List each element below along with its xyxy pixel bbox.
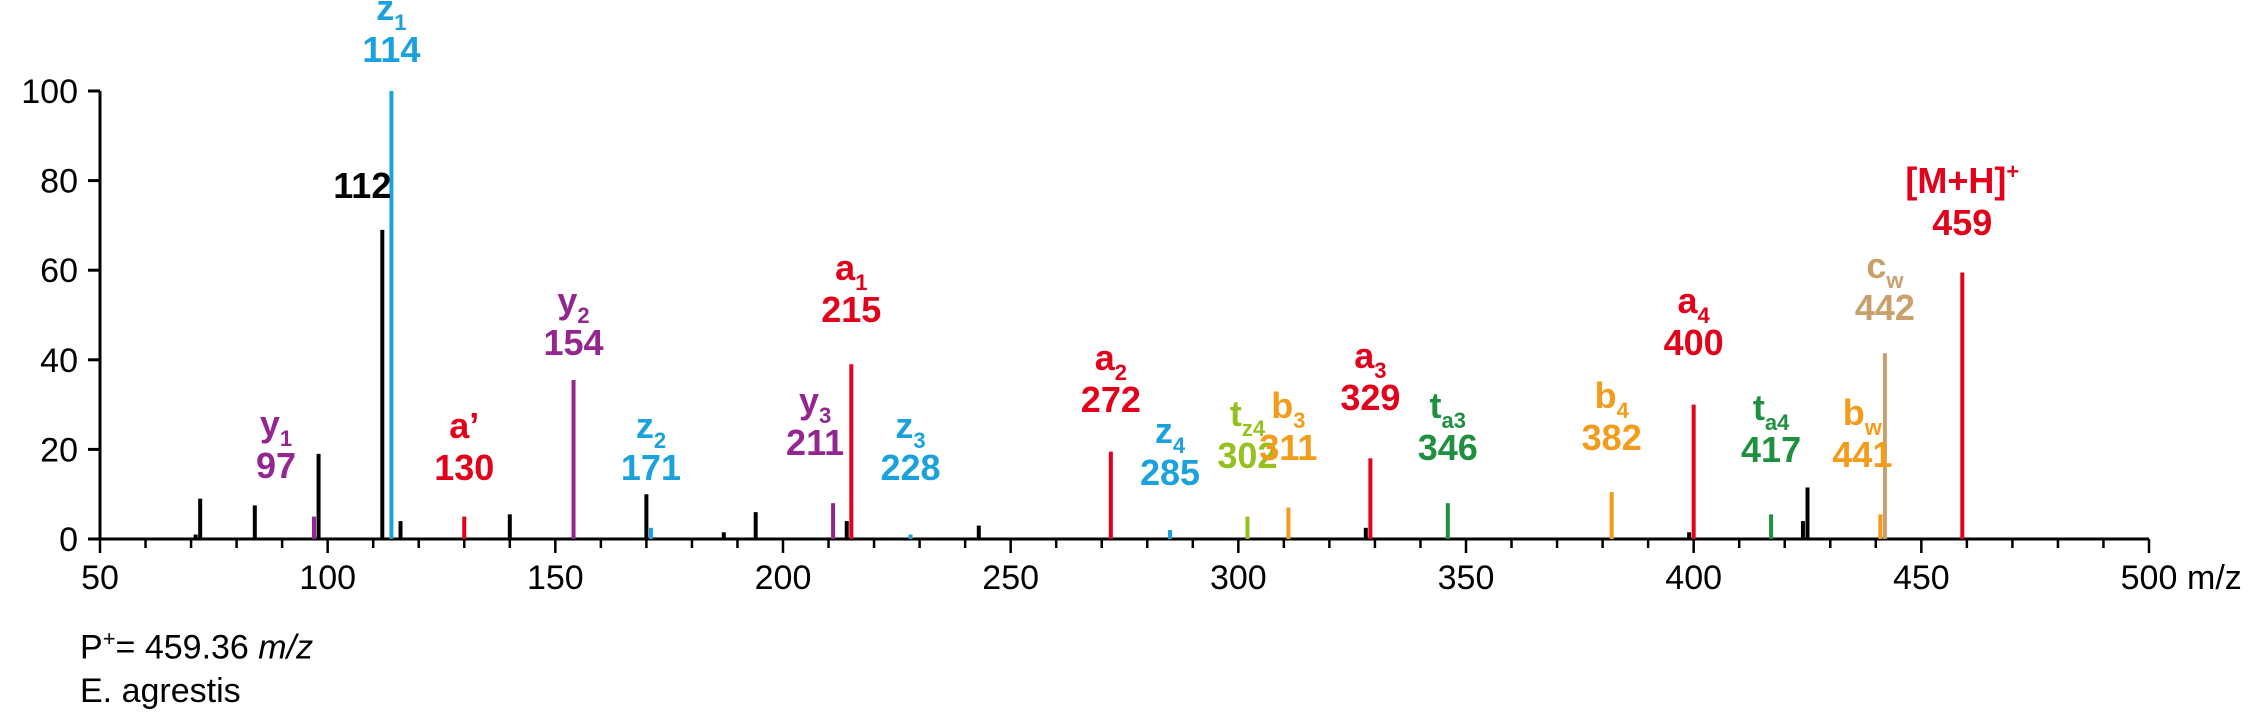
peak-ion-name: y1 [260,403,292,451]
y-tick-label: 100 [21,73,78,111]
precursor-prefix: P [80,628,103,667]
peak-ion-name: y2 [557,280,589,328]
peak-ion-name: z4 [1155,410,1186,458]
peak-mz-label: 302 [1217,435,1277,476]
peak-ion-name: a4 [1678,280,1711,328]
peak-mz-label: 211 [786,422,844,463]
peak-mz-label: 228 [880,447,940,488]
peak-ion-name: y3 [799,380,831,428]
y-tick-label: 40 [40,342,78,380]
peak-mz-label: 97 [256,445,296,486]
y-tick-label: 20 [40,431,78,469]
peak-mz-label: 272 [1081,379,1141,420]
peak-mz-label: 329 [1340,377,1400,418]
peak-mz-label: 459 [1932,202,1992,243]
peak-ion-name: cw [1866,245,1904,293]
peak-labels: y197112z1114a’130y2154z2171y3211a1215z32… [256,0,2019,493]
peak-mz-label: 285 [1140,452,1200,493]
peak-mz-label: 382 [1582,417,1642,458]
x-tick-label: 150 [527,559,584,597]
peak-ion-name: ta4 [1753,387,1790,435]
peak-ion-name: b4 [1595,375,1630,423]
y-tick-label: 60 [40,252,78,290]
peak-mz-label: 400 [1664,322,1724,363]
x-tick-label: 400 [1665,559,1722,597]
peaks [193,91,1965,539]
peak-ion-name: z3 [895,405,925,453]
y-tick-label: 0 [59,521,78,559]
species-name: E. agrestis [80,672,241,710]
x-tick-label: 50 [81,559,119,597]
x-tick-label: 500 [2121,559,2178,597]
peak-ion-name: tz4 [1230,393,1266,441]
x-tick-label: 250 [982,559,1039,597]
peak-ion-name: [M+H]+ [1905,159,2019,201]
x-tick-label: 350 [1438,559,1495,597]
peak-ion-name: a3 [1354,335,1386,383]
axes: 0 20 40 60 80 100 50 100 150 200 250 300 350 400 450 50… [21,73,2242,597]
x-tick-label: 450 [1893,559,1950,597]
peak-ion-name: z1 [376,0,406,35]
peak-mz-label: 215 [821,289,881,330]
peak-mz-label: 171 [621,447,681,488]
x-tick-label: 200 [755,559,812,597]
peak-mz-label: 112 [333,165,391,206]
y-tick-label: 80 [40,163,78,201]
peak-mz-label: 442 [1855,287,1915,328]
x-axis-unit: m/z [2187,559,2242,597]
peak-mz-label: 154 [544,322,604,363]
x-tick-label: 300 [1210,559,1267,597]
peak-ion-name: a1 [835,247,867,295]
peak-ion-name: bw [1843,392,1883,440]
peak-mz-label: 311 [1259,427,1317,468]
peak-ion-name: a2 [1095,337,1127,385]
peak-mz-label: 417 [1741,429,1801,470]
peak-ion-name: a’ [449,405,479,446]
peak-mz-label: 114 [362,29,420,70]
precursor-unit: m/z [258,628,314,667]
precursor-value: = 459.36 [115,628,259,667]
precursor-mass-text: P+= 459.36 m/z [80,626,313,667]
peak-mz-label: 346 [1418,427,1478,468]
peak-mz-label: 441 [1832,434,1892,475]
peak-ion-name: b3 [1271,385,1305,433]
precursor-charge: + [102,626,116,651]
peak-ion-name: ta3 [1430,385,1466,433]
peak-ion-name: z2 [636,405,666,453]
x-tick-label: 100 [299,559,356,597]
peak-mz-label: 130 [434,447,494,488]
